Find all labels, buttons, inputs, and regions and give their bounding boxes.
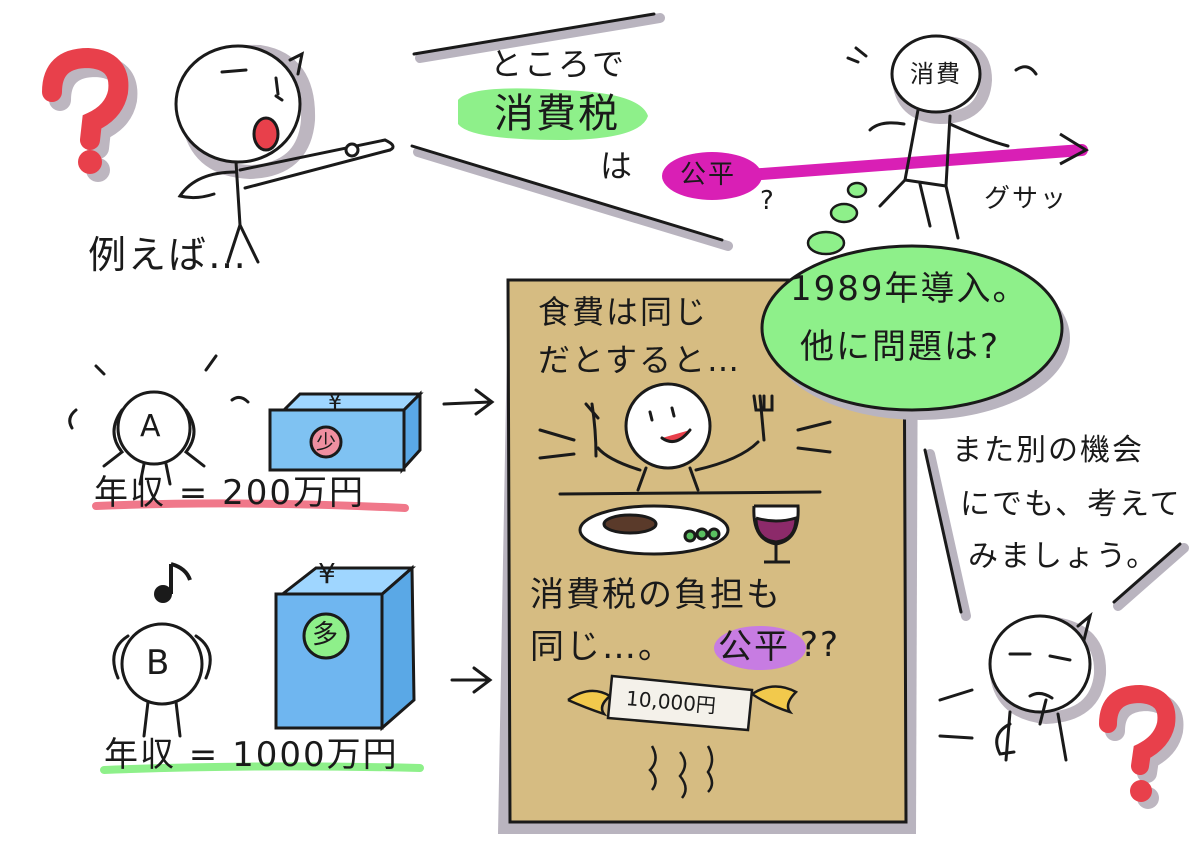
board-line4b-text: 公平 — [718, 627, 790, 667]
box-large-yen: ¥ — [318, 557, 336, 590]
underline-income-a — [92, 499, 409, 512]
board-line1-text: 食費は同じ — [538, 293, 709, 331]
thinking-figure — [988, 611, 1107, 762]
cloud-bubble — [760, 244, 1070, 420]
board-line4a-text: 同じ…。 — [530, 627, 674, 667]
board-line2-text: だとすると… — [538, 341, 742, 379]
emphasis-lines-top — [410, 12, 733, 251]
money-box-small — [268, 390, 424, 474]
gasa-text: グサッ — [984, 184, 1069, 214]
person-a — [68, 354, 250, 486]
shouhizei-text: 消費税 — [494, 91, 620, 137]
board-line3-text: 消費税の負担も — [530, 575, 782, 615]
meal-plate — [578, 504, 730, 556]
person-b-label: B — [146, 643, 172, 683]
income-b-text: 年収 = 1000万円 — [104, 735, 399, 775]
closing-line1-text: また別の機会 — [952, 433, 1144, 468]
tatoeba-text: 例えば… — [88, 233, 249, 277]
board-line4c-text: ?? — [800, 625, 841, 665]
income-a-text: 年収 = 200万円 — [94, 473, 365, 513]
pointing-figure — [174, 44, 395, 264]
question-mark-icon-left — [42, 47, 138, 182]
question-mark-icon-right — [1099, 684, 1184, 809]
highlight-kouhei-board — [714, 626, 806, 670]
tokorode-text: ところで — [490, 45, 627, 83]
shouhi-figure — [846, 34, 1038, 240]
highlight-shouhizei — [458, 88, 648, 140]
arrow-icons — [442, 388, 495, 694]
wine-glass-icon — [752, 504, 800, 564]
box-small-yen: ¥ — [328, 390, 342, 415]
question-small-text: ? — [760, 186, 776, 216]
closing-line2-text: にでも、考えて — [960, 487, 1182, 522]
person-a-label: A — [140, 409, 163, 444]
cloud-line1-text: 1989年導入。 — [790, 269, 1029, 309]
thought-bubbles — [806, 181, 868, 256]
dining-figure — [538, 382, 832, 496]
emphasis-lines-right — [923, 448, 1189, 740]
box-small-label: 少 — [316, 430, 336, 454]
wa-text: は — [600, 147, 635, 185]
box-large-label: 多 — [312, 620, 339, 650]
kouhei-tag-text: 公平 — [680, 160, 737, 190]
shouhi-head-text: 消費 — [910, 60, 962, 88]
cloud-line2-text: 他に問題は? — [800, 327, 1001, 367]
money-box-large — [274, 564, 416, 732]
underline-income-b — [100, 762, 424, 774]
person-b — [112, 622, 212, 738]
music-note-icon — [154, 562, 192, 603]
closing-line3-text: みましょう。 — [968, 539, 1159, 574]
flying-bill — [567, 674, 799, 799]
